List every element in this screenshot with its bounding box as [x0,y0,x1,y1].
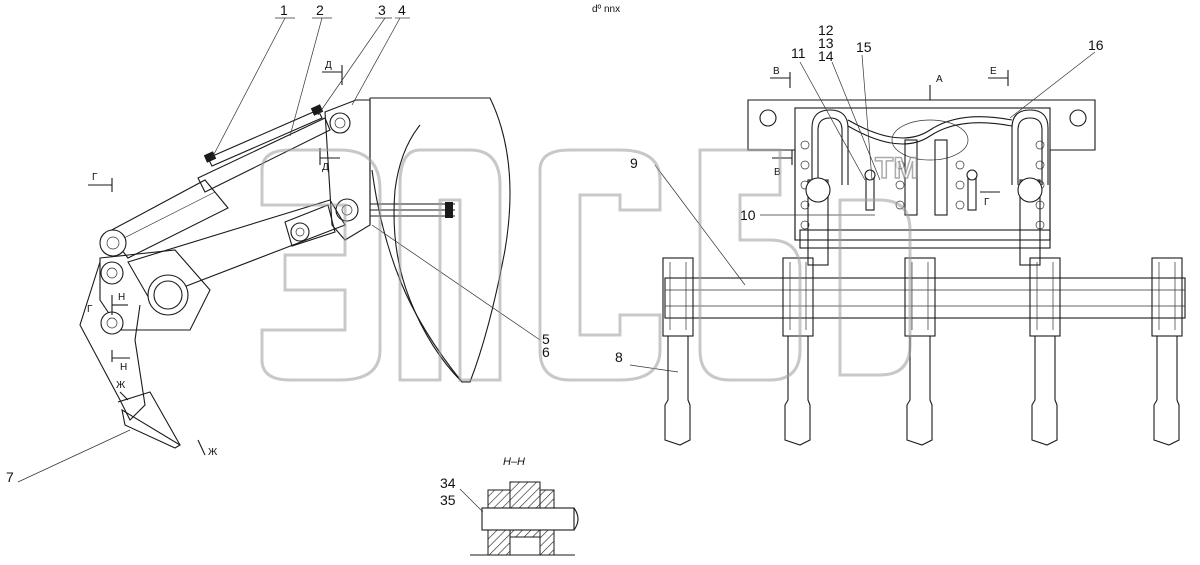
section-hh-title: Н–Н [503,456,525,468]
section-hh: Н–Н 34 35 [440,456,579,556]
shank-holder [99,249,211,331]
section-mark-d-top: Д [322,60,343,85]
cross-bar [799,229,1051,249]
leader-1 [211,17,286,159]
svg-text:Н: Н [118,292,125,303]
lower-pivot-pin [335,198,359,222]
callout-10: 10 [740,207,756,223]
frame-bracket [324,99,371,241]
callout-8: 8 [615,349,623,365]
callout-7: 7 [6,469,14,485]
leader-3 [317,17,386,116]
svg-text:Д: Д [322,162,329,173]
svg-text:В: В [774,167,781,178]
svg-text:Д: Д [325,60,332,71]
callout-13: 13 [818,35,834,51]
section-mark-d-bottom: Д [319,148,340,173]
svg-text:В: В [773,66,780,77]
leader-11 [799,61,866,181]
shank-4 [1029,257,1061,446]
watermark-logo: TM [260,148,919,382]
cylinder-rod [207,109,323,167]
section-marks-rear: В В А Е Г [770,66,1009,208]
shank-2 [782,257,814,446]
svg-text:Н: Н [120,362,127,373]
beam-clevis [284,204,336,247]
section-mark-g-left: Г [88,172,113,192]
callout-3: 3 [378,2,386,18]
link-pin [99,229,127,257]
leader-5 [371,224,541,341]
callout-16: 16 [1088,37,1104,53]
svg-text:Г: Г [87,304,93,315]
watermark-tm: TM [875,152,918,185]
ripper-tip [121,408,182,449]
leader-12 [831,61,881,181]
mounting-plate-inner [393,124,463,383]
callout-14: 14 [818,48,834,64]
shank-5 [1151,257,1183,446]
svg-text:Г: Г [984,197,990,208]
hose-right [1011,109,1049,185]
callout-12: 12 [818,22,834,38]
view-a-ellipse [891,119,969,161]
main-beam [664,277,1186,319]
leader-16 [1009,51,1096,119]
section-pin [481,507,575,531]
leader-15 [861,54,873,181]
svg-text:Ж: Ж [116,380,126,391]
callout-34: 34 [440,475,456,491]
hose-left [811,109,849,185]
svg-text:Е: Е [990,66,997,77]
leader-7 [17,429,131,483]
bolt-holes [800,140,1045,230]
hose-cross [847,116,1013,139]
svg-text:Г: Г [92,172,98,183]
mounting-plate-outline [370,97,511,383]
mounting-frame [747,99,1096,241]
upper-pivot-pin [329,112,351,134]
section-mark-zh: Ж Ж [116,380,218,458]
callout-9: 9 [630,155,638,171]
ripper-shank [79,261,146,421]
callout-4: 4 [398,2,406,18]
callout-2: 2 [316,2,324,18]
svg-text:А: А [936,74,943,85]
rear-view: В В А Е Г 9 10 11 12 13 14 15 16 8 [615,22,1186,446]
leader-4 [351,17,401,106]
hydraulic-cylinder [197,117,331,193]
small-note: dº nnx [592,4,620,15]
callout-11: 11 [791,45,806,61]
side-view: Г Д Д Н Г Н Ж Ж [6,2,620,485]
section-mark-n: Н Г Н [87,292,130,373]
callout-6: 6 [542,344,550,360]
leader-2 [289,17,323,137]
svg-text:Ж: Ж [208,447,218,458]
shank-3 [904,257,936,446]
callout-15: 15 [856,39,872,55]
callout-5: 5 [542,331,550,347]
callout-1: 1 [280,2,288,18]
shank-1 [662,257,694,446]
callout-35: 35 [440,492,456,508]
